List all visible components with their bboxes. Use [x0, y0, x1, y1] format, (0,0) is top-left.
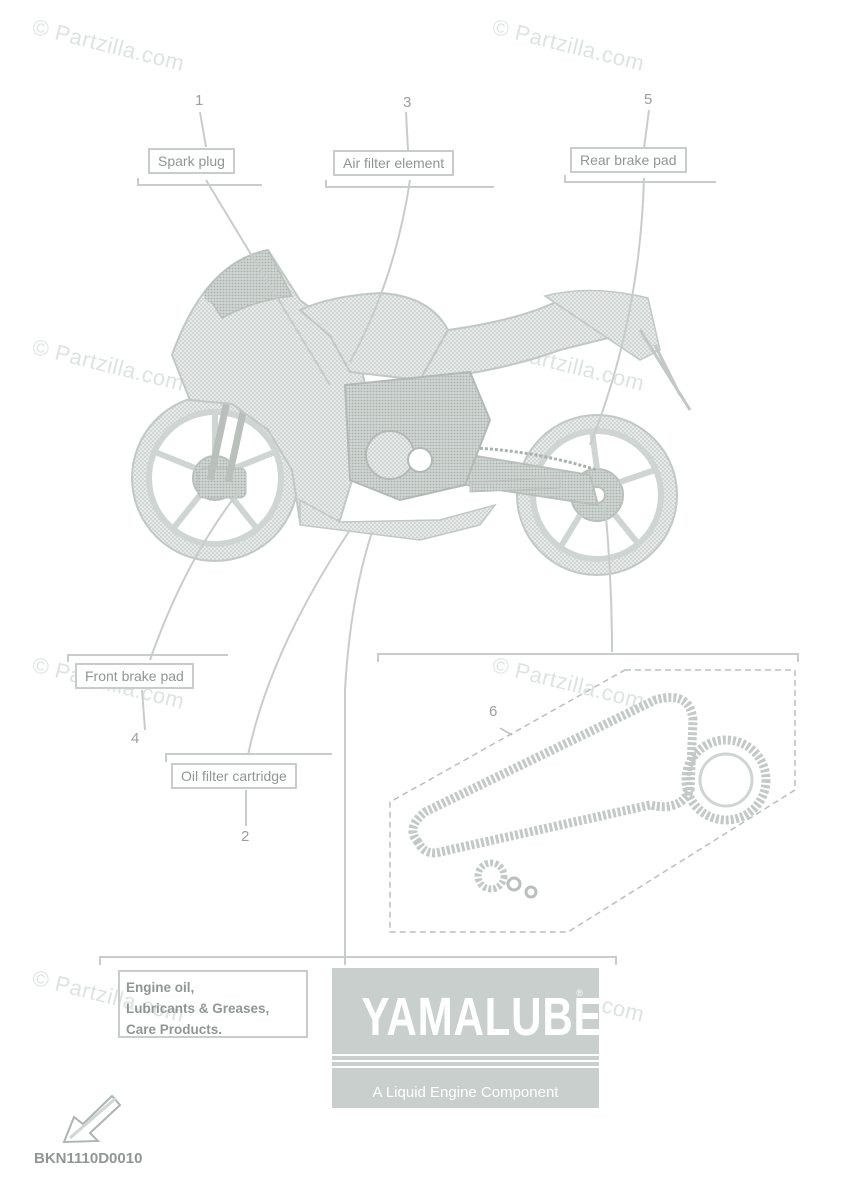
- callout-number-3: 3: [403, 94, 411, 111]
- callout-number-6: 6: [489, 703, 497, 720]
- yamalube-wordmark: YAMALUBE: [361, 986, 569, 1048]
- engine-oil-products-box: Engine oil, Lubricants & Greases, Care P…: [118, 970, 308, 1038]
- diagram-code: BKN1110D0010: [34, 1150, 142, 1167]
- front-arrow-icon: [64, 1096, 120, 1142]
- label-oil-filter-cartridge: Oil filter cartridge: [171, 763, 297, 789]
- engine-oil-line: Engine oil,: [126, 977, 300, 998]
- registered-mark: ®: [576, 988, 583, 998]
- callout-number-4: 4: [131, 730, 139, 747]
- callout-number-2: 2: [241, 828, 249, 845]
- label-air-filter-element: Air filter element: [333, 150, 454, 176]
- label-front-brake-pad: Front brake pad: [75, 663, 194, 689]
- care-products-line: Care Products.: [126, 1019, 300, 1040]
- label-spark-plug: Spark plug: [148, 148, 235, 174]
- chain-sprocket-kit: [390, 670, 795, 932]
- callout-number-5: 5: [644, 91, 652, 108]
- lubricants-line: Lubricants & Greases,: [126, 998, 300, 1019]
- label-rear-brake-pad: Rear brake pad: [570, 147, 687, 173]
- yamalube-logo: YAMALUBE ® A Liquid Engine Component: [332, 968, 599, 1108]
- callout-number-1: 1: [195, 92, 203, 109]
- yamalube-tagline: A Liquid Engine Component: [332, 1084, 599, 1101]
